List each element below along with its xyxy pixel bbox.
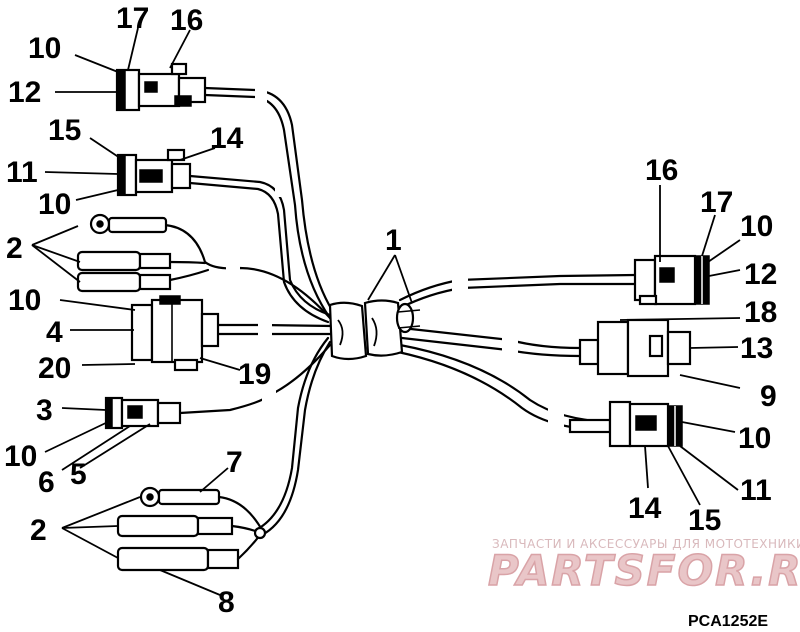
figure-code: PCA1252E: [688, 613, 768, 630]
wire-right-top-b: [398, 282, 637, 310]
callout-12: 12: [744, 258, 777, 291]
wire-connector-4: [216, 323, 334, 328]
connector-top-left: [115, 62, 207, 112]
callout-6: 6: [38, 466, 55, 499]
connector-4: [130, 295, 220, 372]
callout-2: 2: [30, 514, 47, 547]
wire-ring-top: [163, 223, 332, 320]
callout-12: 12: [8, 76, 41, 109]
callout-14: 14: [628, 492, 662, 525]
callout-3: 3: [36, 394, 53, 427]
wire-group: [163, 83, 637, 537]
watermark-brand: PARTSFOR.RU: [488, 546, 800, 595]
wire-break: [548, 408, 564, 430]
wire-break: [275, 183, 289, 197]
callout-labels: 10 12 17 16 15 14 11 10 2 10 4 20 19 3 1…: [4, 2, 777, 619]
wire-lower-ring: [260, 340, 332, 537]
callout-15: 15: [48, 114, 81, 147]
leader-lines: [31, 27, 741, 596]
callout-8: 8: [218, 586, 235, 619]
callout-16: 16: [645, 154, 678, 187]
harness-clamp: [328, 299, 421, 361]
callout-17: 17: [700, 186, 733, 219]
callout-4: 4: [46, 316, 63, 349]
wire-lower-ring-b: [254, 336, 330, 532]
wire-break: [452, 278, 468, 294]
callout-11: 11: [6, 156, 38, 189]
callout-20: 20: [38, 352, 71, 385]
watermark: ЗАПЧАСТИ И АКСЕССУАРЫ ДЛЯ МОТОТЕХНИКИ PA…: [487, 537, 800, 596]
wire-right-top: [398, 273, 637, 302]
terminal-set-bottom: [116, 486, 267, 572]
callout-10: 10: [8, 284, 41, 317]
callout-10: 10: [38, 188, 71, 221]
callout-7: 7: [226, 446, 243, 479]
callout-13: 13: [740, 332, 773, 365]
callout-16: 16: [170, 4, 203, 37]
connector-right-low: [568, 400, 683, 448]
wire-right-low: [398, 343, 612, 424]
callout-18: 18: [744, 296, 777, 329]
wire-second-connector: [188, 174, 332, 317]
connector-right-mid: [578, 318, 692, 378]
callout-1: 1: [385, 224, 402, 257]
callout-10: 10: [28, 32, 61, 65]
wire-break: [502, 332, 518, 354]
wire-term-b: [168, 268, 210, 282]
callout-9: 9: [760, 380, 777, 413]
wire-break: [258, 320, 272, 340]
callout-10: 10: [738, 422, 771, 455]
callout-19: 19: [238, 358, 271, 391]
watermark-tagline: ЗАПЧАСТИ И АКСЕССУАРЫ ДЛЯ МОТОТЕХНИКИ: [492, 537, 800, 551]
connector-3: [104, 396, 182, 430]
callout-2: 2: [6, 232, 23, 265]
wire-break: [255, 83, 267, 103]
callout-5: 5: [70, 458, 87, 491]
callout-10: 10: [740, 210, 773, 243]
wire-second-connector-b: [188, 181, 330, 324]
wire-top-connector: [203, 86, 334, 312]
wire-term-a: [168, 260, 207, 265]
connector-right-top: [633, 254, 710, 306]
callout-10: 10: [4, 440, 37, 473]
callout-17: 17: [116, 2, 149, 35]
connector-second-left: [116, 148, 192, 197]
callout-14: 14: [210, 122, 244, 155]
callout-15: 15: [688, 504, 721, 537]
wire-right-mid: [400, 326, 582, 350]
wire-break: [262, 388, 276, 410]
callout-11: 11: [740, 474, 772, 507]
terminal-set-top: [76, 213, 172, 293]
wire-break: [226, 258, 240, 274]
